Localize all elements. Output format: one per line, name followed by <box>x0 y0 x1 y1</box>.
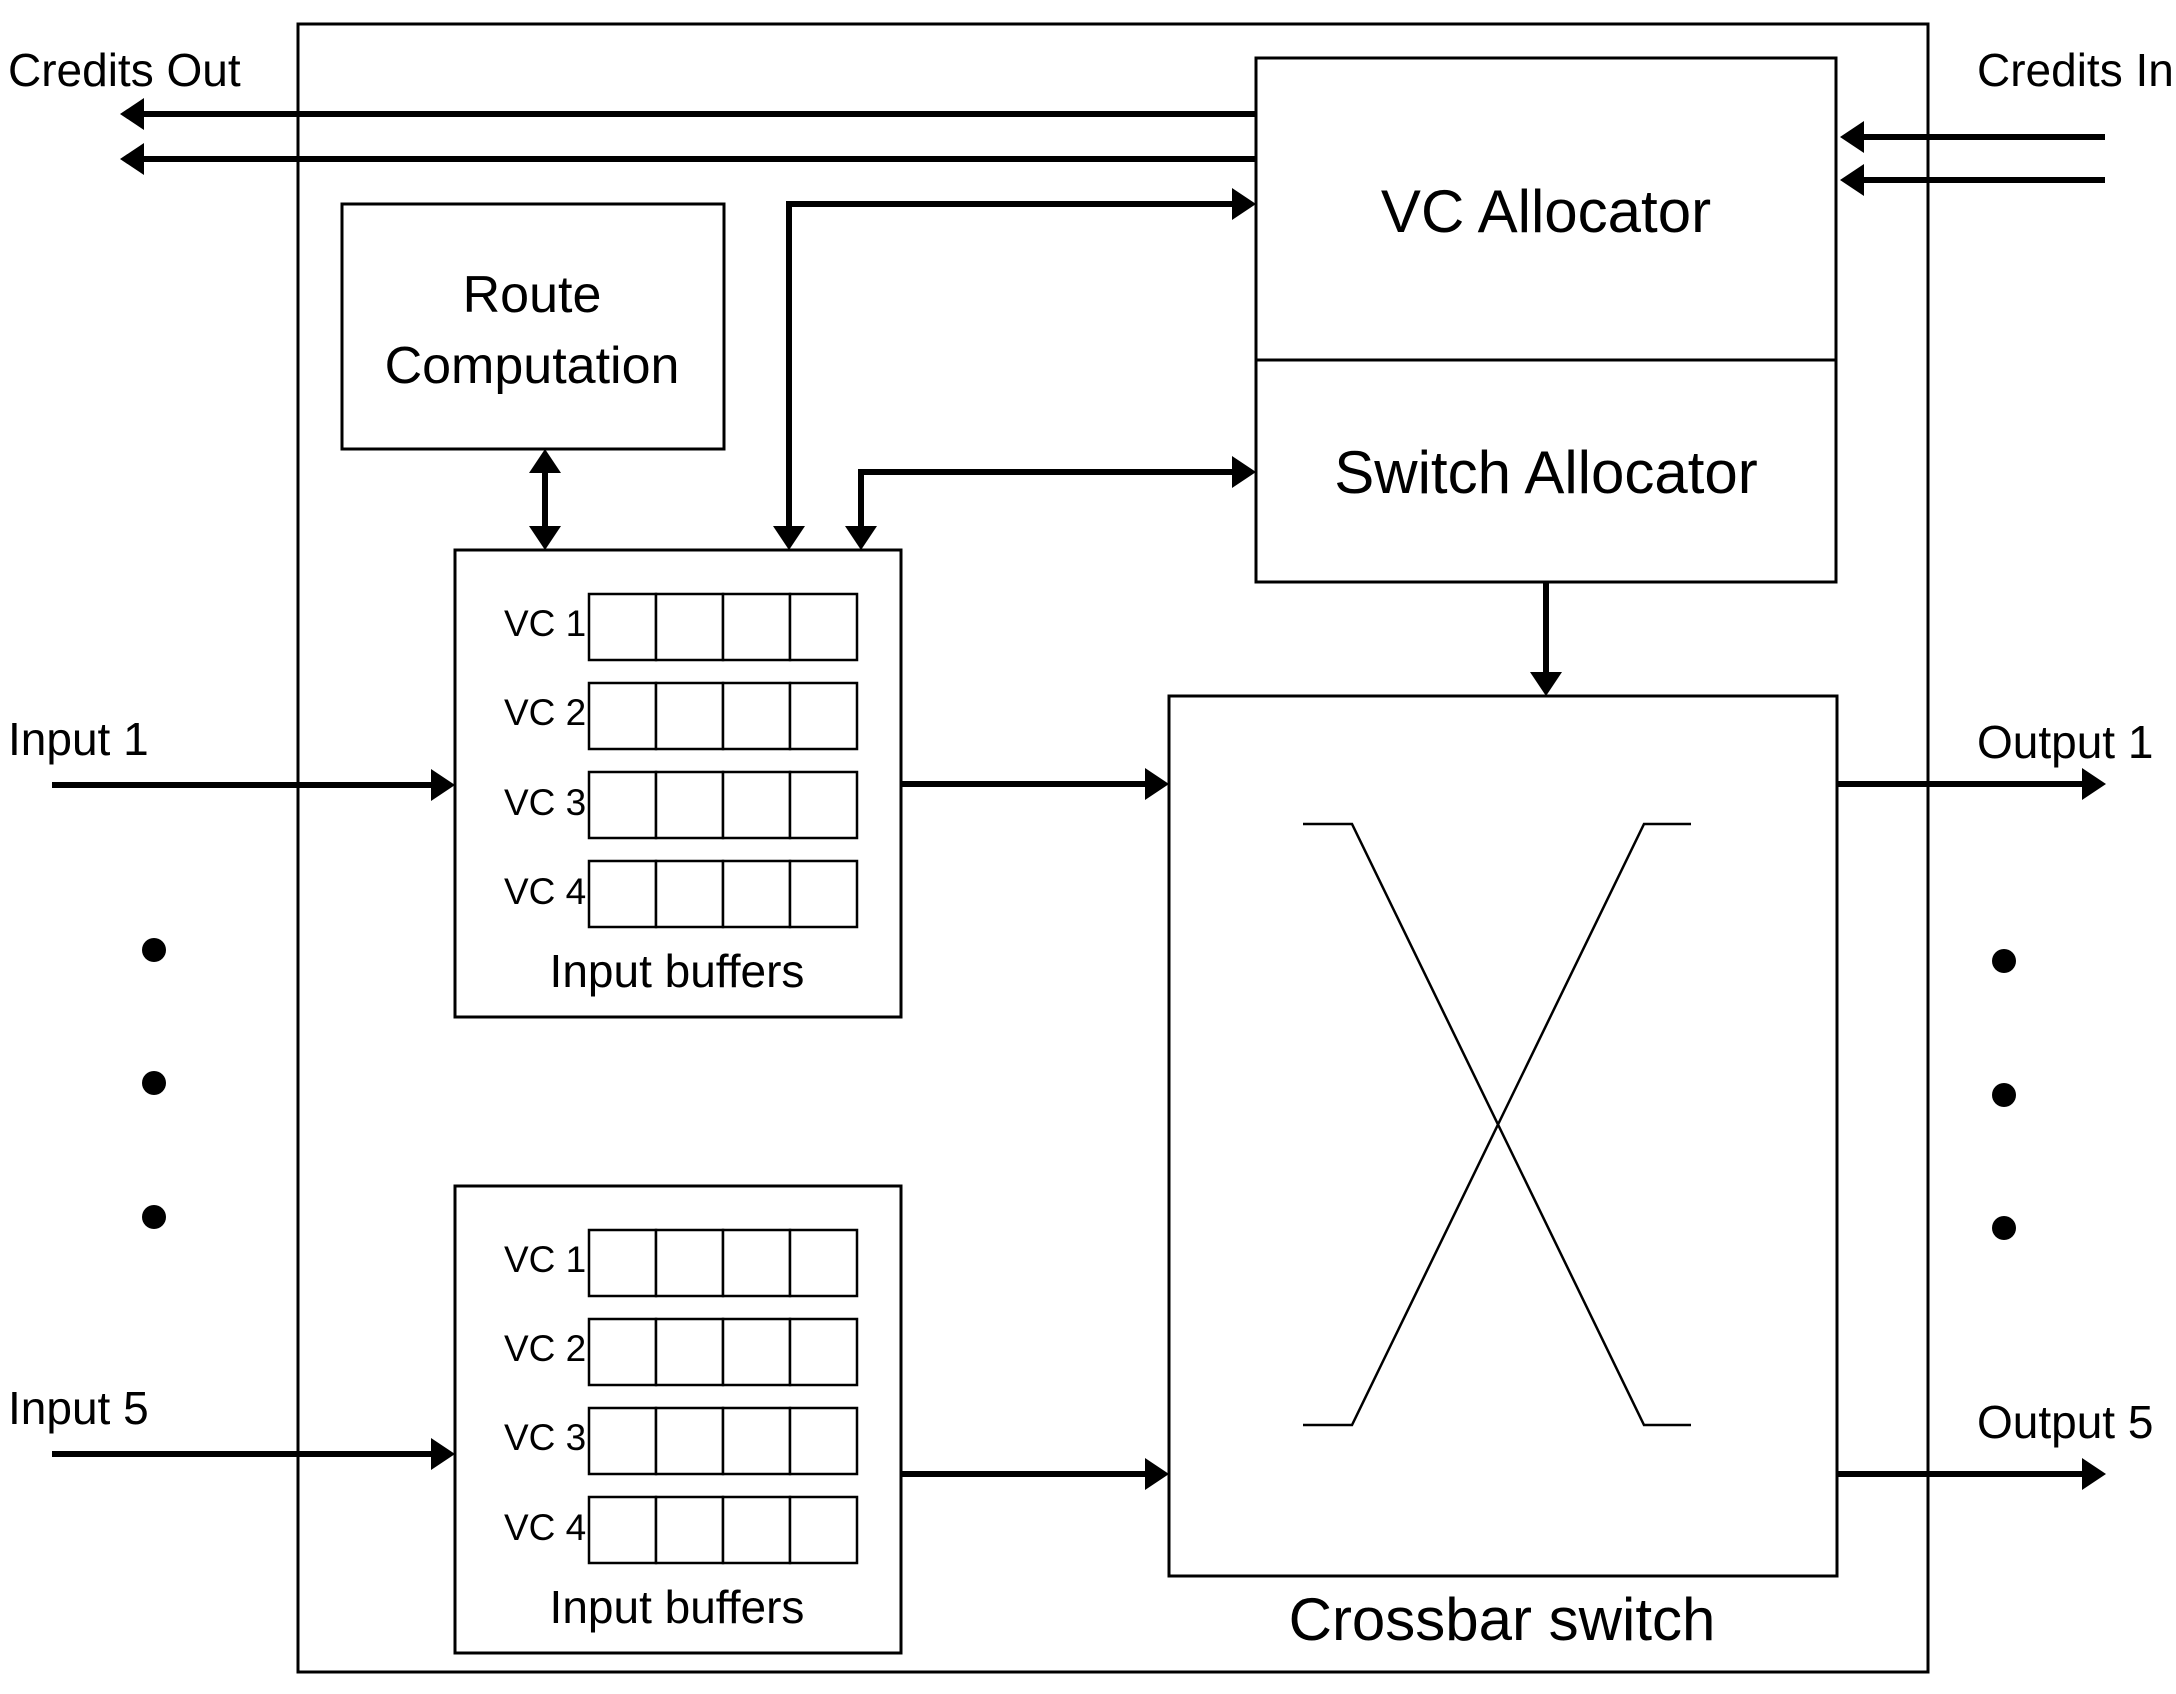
vc-allocator-block <box>1254 56 1838 362</box>
switch-allocator-label: Switch Allocator <box>1334 439 1758 506</box>
buffer-slot <box>587 592 658 662</box>
vc-1-slots <box>587 1228 859 1298</box>
buffer-slot <box>721 859 792 929</box>
buffer-slot <box>721 592 792 662</box>
buffer-slot <box>654 859 725 929</box>
crossbar-switch-label: Crossbar switch <box>1289 1586 1716 1653</box>
input-buffers-caption: Input buffers <box>550 1581 805 1633</box>
credits-out-arrows <box>120 98 1256 175</box>
buffer-slot <box>654 592 725 662</box>
vc-label: VC 1 <box>504 1239 586 1280</box>
input-1-arrow <box>52 769 455 801</box>
buffer-slot <box>587 1228 658 1298</box>
buffer-slot <box>587 1406 658 1476</box>
vc-label: VC 2 <box>504 1328 586 1369</box>
buffer-slot <box>721 681 792 751</box>
buffer-slot <box>788 1228 859 1298</box>
vc-1-slots <box>587 592 859 662</box>
buffer-slot <box>587 1495 658 1565</box>
input-ellipsis-dots <box>142 938 166 1229</box>
buffer-slot <box>788 1495 859 1565</box>
vc-4-slots <box>587 1495 859 1565</box>
buffer-5-to-crossbar-arrow <box>901 1458 1169 1490</box>
input-5-label: Input 5 <box>8 1382 149 1434</box>
switch-allocator-link <box>845 456 1256 550</box>
buffer-slot <box>654 1406 725 1476</box>
route-computation-link <box>529 449 561 550</box>
switch-allocator-to-crossbar-arrow <box>1530 582 1562 696</box>
credits-out-label: Credits Out <box>8 44 241 96</box>
output-1-label: Output 1 <box>1977 716 2153 768</box>
input-buffers-caption: Input buffers <box>550 945 805 997</box>
output-5-arrow <box>1837 1458 2106 1490</box>
buffer-slot <box>587 681 658 751</box>
crossbar-x-symbol <box>1303 822 1691 1427</box>
vc-2-slots <box>587 681 859 751</box>
vc-2-slots <box>587 1317 859 1387</box>
buffer-slot <box>587 1317 658 1387</box>
vc-label: VC 3 <box>504 782 586 823</box>
switch-allocator-block <box>1254 358 1838 584</box>
buffer-slot <box>721 770 792 840</box>
vc-label: VC 4 <box>504 871 586 912</box>
vc-label: VC 3 <box>504 1417 586 1458</box>
buffer-1-to-crossbar-arrow <box>901 768 1169 800</box>
input-buffer-unit-1: VC 1 VC 2 VC 3 VC 4 Input buffer <box>453 548 903 1019</box>
buffer-slot <box>788 592 859 662</box>
buffer-slot <box>654 1495 725 1565</box>
buffer-slot <box>788 770 859 840</box>
buffer-slot <box>654 1228 725 1298</box>
buffer-slot <box>788 1406 859 1476</box>
output-ellipsis-dots <box>1992 949 2016 1240</box>
buffer-slot <box>721 1317 792 1387</box>
credits-in-label: Credits In <box>1977 44 2174 96</box>
buffer-slot <box>721 1495 792 1565</box>
vc-4-slots <box>587 859 859 929</box>
buffer-slot <box>587 770 658 840</box>
vc-3-slots <box>587 770 859 840</box>
buffer-slot <box>587 859 658 929</box>
vc-label: VC 2 <box>504 692 586 733</box>
input-buffer-unit-5: VC 1 VC 2 VC 3 VC 4 Input buffer <box>453 1184 903 1655</box>
route-computation-block <box>340 202 726 451</box>
route-computation-label-line2: Computation <box>385 337 680 395</box>
credits-in-arrows <box>1840 121 2105 196</box>
buffer-slot <box>788 681 859 751</box>
vc-label: VC 1 <box>504 603 586 644</box>
output-5-label: Output 5 <box>1977 1396 2153 1448</box>
buffer-slot <box>654 1317 725 1387</box>
vc-allocator-label: VC Allocator <box>1381 178 1711 245</box>
buffer-slot <box>654 681 725 751</box>
input-1-label: Input 1 <box>8 713 149 765</box>
vc-label: VC 4 <box>504 1507 586 1548</box>
buffer-slot <box>654 770 725 840</box>
vc-3-slots <box>587 1406 859 1476</box>
route-computation-label-line1: Route <box>463 266 602 324</box>
input-5-arrow <box>52 1438 455 1470</box>
buffer-slot <box>721 1228 792 1298</box>
buffer-slot <box>721 1406 792 1476</box>
vc-allocator-link <box>773 188 1256 550</box>
buffer-slot <box>788 1317 859 1387</box>
buffer-slot <box>788 859 859 929</box>
output-1-arrow <box>1837 768 2106 800</box>
